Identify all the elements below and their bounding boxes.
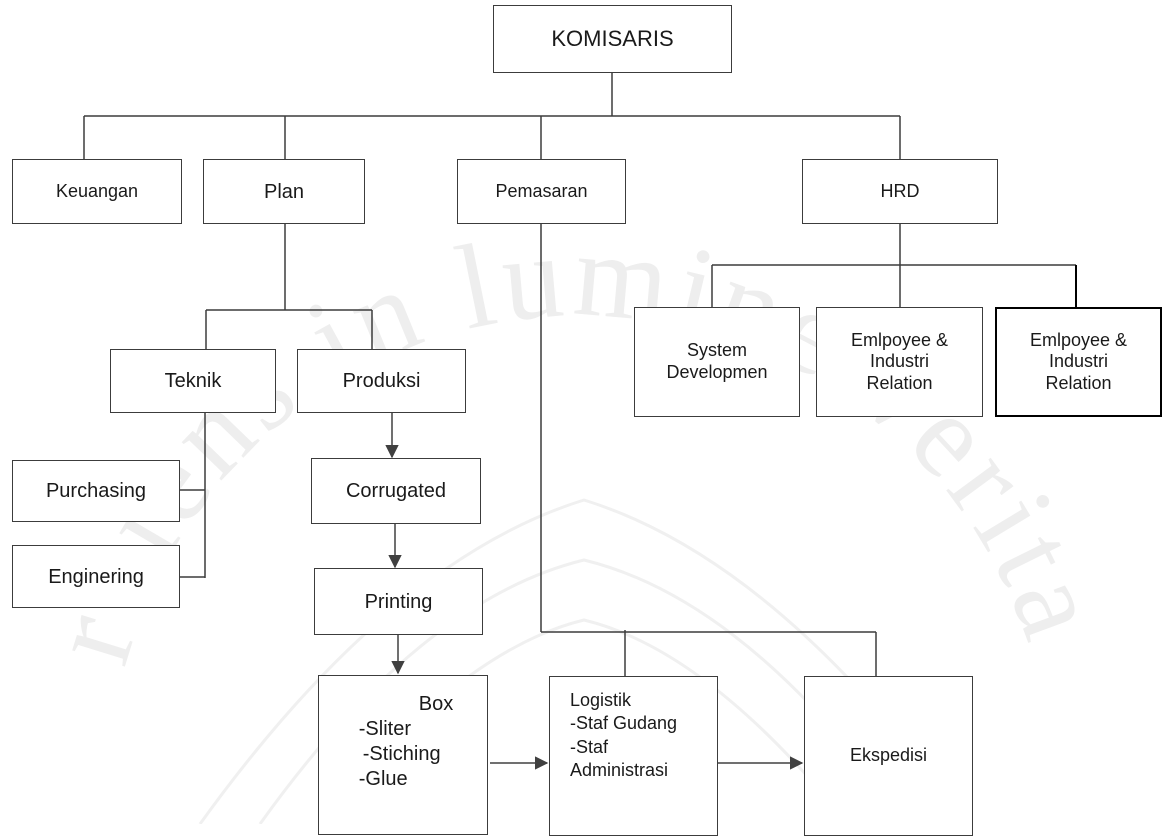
node-produksi-label: Produksi: [342, 370, 421, 392]
node-ekspedisi: Ekspedisi: [804, 676, 973, 836]
node-logistik-line-1: Logistik: [570, 690, 632, 710]
node-box: Box -Sliter -Stiching -Glue: [318, 675, 488, 835]
node-teknik-label: Teknik: [164, 370, 222, 392]
node-system-developmen-line-1: System: [686, 340, 747, 361]
node-system-developmen-line-2: Developmen: [666, 362, 768, 382]
node-produksi: Produksi: [297, 349, 466, 413]
node-corrugated: Corrugated: [311, 458, 481, 524]
node-employee-relation-1-line-1: Emlpoyee &: [850, 329, 949, 350]
node-employee-relation-2-line-3: Relation: [1045, 372, 1112, 393]
node-logistik: Logistik -Staf Gudang -Staf Administrasi: [549, 676, 718, 836]
node-plan-label: Plan: [263, 180, 305, 203]
node-ekspedisi-label: Ekspedisi: [849, 745, 928, 766]
node-box-line-1: Box: [418, 693, 454, 715]
node-teknik: Teknik: [110, 349, 276, 413]
node-purchasing-label: Purchasing: [45, 480, 147, 502]
node-employee-relation-2: Emlpoyee & Industri Relation: [995, 307, 1162, 417]
node-printing-label: Printing: [364, 590, 433, 613]
node-employee-relation-2-line-1: Emlpoyee &: [1029, 329, 1128, 350]
node-employee-relation-1-line-2: Industri: [869, 351, 930, 372]
node-keuangan-label: Keuangan: [55, 180, 139, 201]
node-enginering-label: Enginering: [48, 565, 144, 588]
node-keuangan: Keuangan: [12, 159, 182, 224]
node-printing: Printing: [314, 568, 483, 635]
node-hrd-label: HRD: [880, 180, 920, 201]
node-box-line-2: -Sliter: [358, 718, 411, 740]
node-plan: Plan: [203, 159, 365, 224]
node-employee-relation-1-line-3: Relation: [866, 372, 933, 393]
node-logistik-line-4: Administrasi: [570, 760, 669, 781]
node-hrd: HRD: [802, 159, 998, 224]
node-box-line-3: -Stiching: [362, 743, 441, 765]
node-employee-relation-2-line-2: Industri: [1048, 351, 1109, 372]
node-employee-relation-1: Emlpoyee & Industri Relation: [816, 307, 983, 417]
node-komisaris-label: KOMISARIS: [551, 25, 674, 51]
node-purchasing: Purchasing: [12, 460, 180, 522]
node-corrugated-label: Corrugated: [345, 480, 447, 502]
node-logistik-line-3: -Staf: [570, 736, 609, 757]
node-komisaris: KOMISARIS: [493, 5, 732, 73]
node-enginering: Enginering: [12, 545, 180, 608]
node-system-developmen: System Developmen: [634, 307, 800, 417]
node-logistik-line-2: -Staf Gudang: [570, 713, 678, 734]
node-pemasaran: Pemasaran: [457, 159, 626, 224]
node-pemasaran-label: Pemasaran: [495, 180, 588, 201]
node-box-line-4: -Glue: [358, 768, 408, 790]
